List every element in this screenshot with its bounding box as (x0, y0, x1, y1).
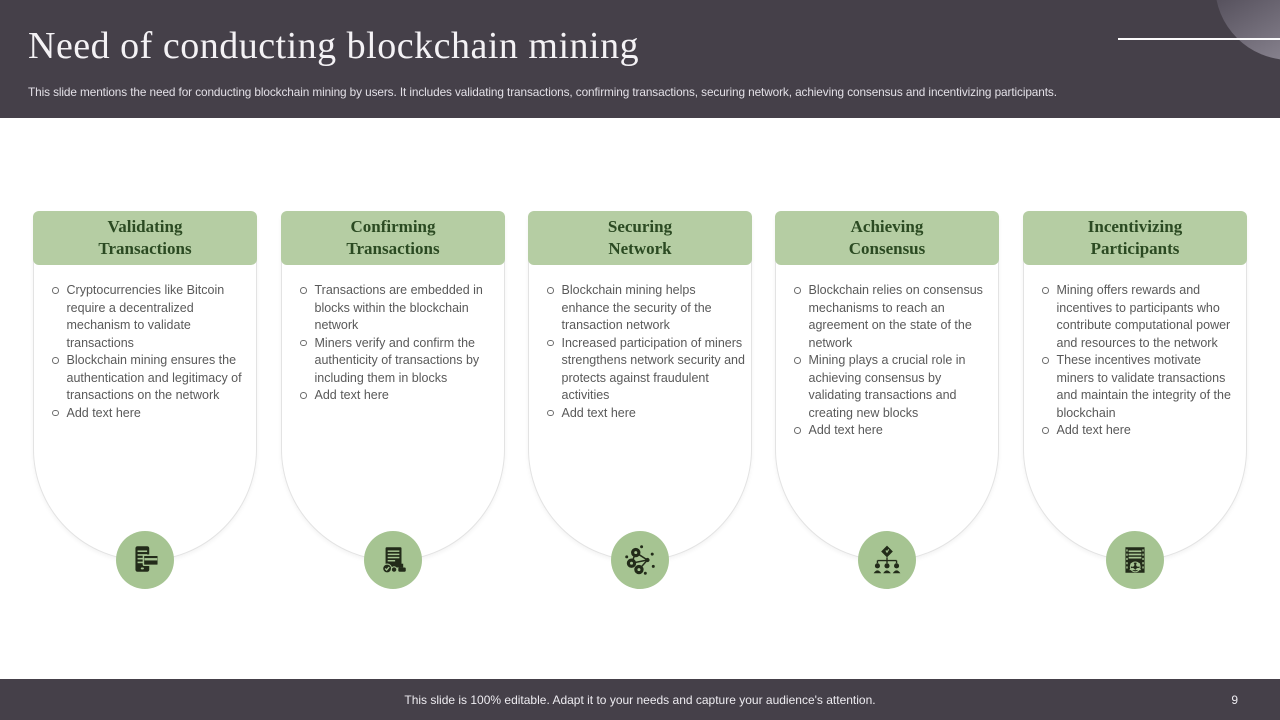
bullet-text: Add text here (314, 388, 389, 402)
mobile-payment-icon (116, 531, 174, 589)
bullet-item: These incentives motivate miners to vali… (1042, 352, 1240, 422)
bullet-list: Blockchain mining helps enhance the secu… (547, 282, 745, 422)
column-achieving-consensus: Achieving Consensus Blockchain relies on… (775, 211, 999, 589)
bullet-text: Add text here (66, 405, 141, 420)
bullet-list: Cryptocurrencies like Bitcoin require a … (52, 282, 250, 422)
bullet-text: Cryptocurrencies like Bitcoin require a … (66, 283, 225, 350)
bullet-marker (1042, 287, 1049, 294)
bullet-item: Blockchain mining helps enhance the secu… (547, 282, 745, 335)
column-validating-transactions: Validating Transactions Cryptocurrencies… (33, 211, 257, 589)
bullet-item: Add text here (300, 387, 498, 405)
page-title: Need of conducting blockchain mining (28, 25, 640, 67)
column-card (33, 211, 257, 561)
bullet-item: Miners verify and confirm the authentici… (300, 335, 498, 388)
bullet-text: Increased participation of miners streng… (561, 335, 745, 403)
column-header: Confirming Transactions (281, 211, 505, 265)
corner-circle-decoration (1215, 0, 1280, 60)
bullet-text: Add text here (808, 423, 883, 437)
bullet-text: Mining offers rewards and incentives to … (1056, 283, 1231, 350)
bullet-marker (52, 357, 59, 364)
column-title: Confirming Transactions (346, 216, 440, 258)
bullet-item: Add text here (1042, 422, 1240, 440)
bullet-item: Mining plays a crucial role in achieving… (794, 352, 992, 422)
bullet-text: Blockchain relies on consensus mechanism… (808, 283, 983, 350)
bullet-item: Blockchain relies on consensus mechanism… (794, 282, 992, 352)
bullet-marker (547, 409, 554, 416)
bullet-text: Blockchain mining helps enhance the secu… (561, 283, 712, 332)
bullet-text: These incentives motivate miners to vali… (1056, 353, 1231, 420)
slide-description: This slide mentions the need for conduct… (28, 85, 1057, 99)
bullet-marker (300, 339, 307, 346)
bullet-marker (300, 392, 307, 399)
bullet-marker (1042, 427, 1049, 434)
bullet-item: Add text here (547, 405, 745, 423)
participants-document-icon (1106, 531, 1164, 589)
column-securing-network: Securing Network Blockchain mining helps… (528, 211, 752, 589)
bullet-item: Add text here (52, 405, 250, 423)
bullet-text: Blockchain mining ensures the authentica… (66, 353, 242, 402)
column-card (1023, 211, 1247, 561)
column-header: Achieving Consensus (775, 211, 999, 265)
network-nodes-icon (611, 531, 669, 589)
bullet-marker (52, 287, 59, 294)
bullet-list: Mining offers rewards and incentives to … (1042, 282, 1240, 440)
column-title: Validating Transactions (98, 216, 192, 258)
bullet-list: Blockchain relies on consensus mechanism… (794, 282, 992, 440)
column-card (775, 211, 999, 561)
bullet-marker (547, 339, 554, 346)
bullet-marker (52, 409, 59, 416)
column-header: Incentivizing Participants (1023, 211, 1247, 265)
bullet-text: Add text here (1056, 423, 1131, 437)
bullet-item: Increased participation of miners streng… (547, 335, 745, 405)
bullet-marker (794, 357, 801, 364)
header-divider-line (1118, 38, 1280, 40)
column-title: Achieving Consensus (848, 216, 926, 258)
bullet-marker (1042, 357, 1049, 364)
bullet-text: Mining plays a crucial role in achieving… (808, 353, 966, 420)
top-banner: Need of conducting blockchain mining Thi… (0, 0, 1280, 118)
column-confirming-transactions: Confirming Transactions Transactions are… (281, 211, 505, 589)
column-incentivizing-participants: Incentivizing Participants Mining offers… (1023, 211, 1247, 589)
column-header: Validating Transactions (33, 211, 257, 265)
bullet-item: Transactions are embedded in blocks with… (300, 282, 498, 335)
document-verification-icon (364, 531, 422, 589)
footer-note: This slide is 100% editable. Adapt it to… (404, 692, 876, 707)
column-title: Securing Network (607, 216, 673, 258)
bullet-text: Miners verify and confirm the authentici… (314, 335, 480, 385)
bullet-marker (547, 287, 554, 294)
bullet-text: Transactions are embedded in blocks with… (314, 283, 483, 332)
column-title: Incentivizing Participants (1087, 216, 1183, 258)
bullet-marker (300, 287, 307, 294)
bullet-item: Cryptocurrencies like Bitcoin require a … (52, 282, 250, 352)
bullet-item: Mining offers rewards and incentives to … (1042, 282, 1240, 352)
bullet-text: Add text here (561, 405, 636, 420)
column-header: Securing Network (528, 211, 752, 265)
bullet-item: Blockchain mining ensures the authentica… (52, 352, 250, 405)
hierarchy-consensus-icon (858, 531, 916, 589)
bullet-list: Transactions are embedded in blocks with… (300, 282, 498, 405)
bullet-marker (794, 427, 801, 434)
bullet-item: Add text here (794, 422, 992, 440)
page-number: 9 (1231, 692, 1238, 707)
footer-bar: This slide is 100% editable. Adapt it to… (0, 679, 1280, 720)
bullet-marker (794, 287, 801, 294)
